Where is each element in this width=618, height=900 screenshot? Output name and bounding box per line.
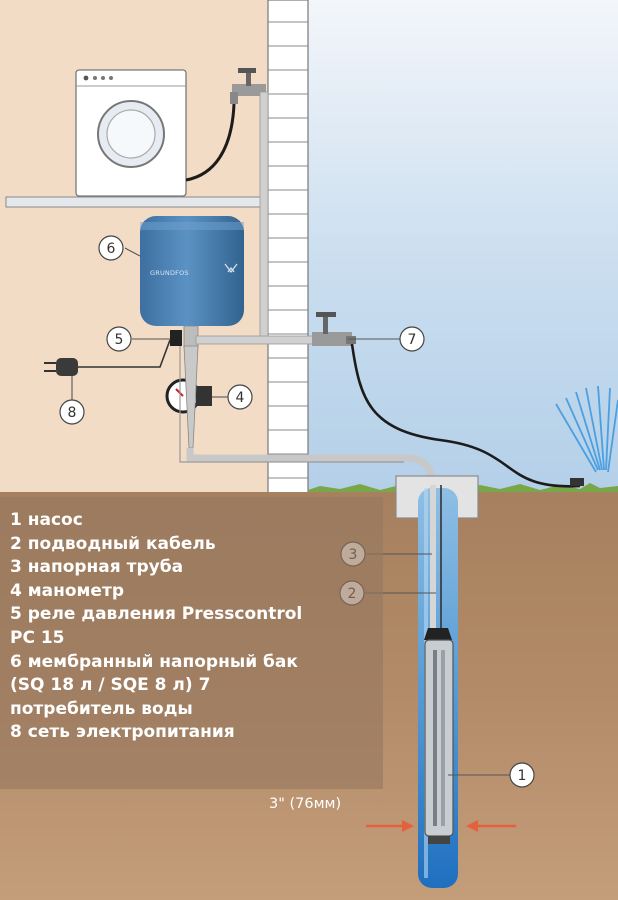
garden-hose bbox=[350, 343, 581, 488]
faucet-outdoor bbox=[312, 312, 356, 346]
pipe-vertical-wall bbox=[259, 91, 269, 341]
dimension-arrows bbox=[366, 820, 516, 832]
callout-4-label: 4 bbox=[236, 390, 245, 406]
legend-line: 8 сеть электропитания bbox=[10, 722, 235, 743]
dimension-label: 3" (76мм) bbox=[269, 796, 342, 812]
sprinkler bbox=[555, 385, 618, 473]
legend-line: 2 подводный кабель bbox=[10, 533, 216, 554]
legend-line: 6 мембранный напорный бак bbox=[10, 651, 298, 672]
legend-line: 1 насос bbox=[10, 510, 83, 530]
brick-wall bbox=[267, 0, 309, 501]
riser-pipe bbox=[430, 485, 436, 633]
callout-8-label: 8 bbox=[68, 405, 77, 421]
callout-1: 1 bbox=[509, 762, 535, 788]
callout-6-label: 6 bbox=[107, 241, 116, 257]
legend-line: (SQ 18 л / SQE 8 л) 7 bbox=[10, 675, 211, 696]
sprinkler-base bbox=[570, 478, 584, 486]
grass bbox=[308, 483, 618, 492]
callout-6: 6 bbox=[98, 235, 124, 261]
power-plug bbox=[44, 358, 78, 376]
faucet-upper bbox=[230, 68, 266, 104]
legend-line: 5 реле давления Presscontrol bbox=[10, 604, 303, 625]
callout-7: 7 bbox=[399, 326, 425, 352]
submersible-pump bbox=[424, 628, 454, 844]
legend-line: PC 15 bbox=[10, 627, 65, 648]
power-cord bbox=[78, 339, 171, 368]
legend-line: 3 напорная труба bbox=[10, 557, 184, 578]
leader-6 bbox=[124, 247, 141, 257]
callout-8: 8 bbox=[59, 399, 85, 425]
tank-brand-logo: GRUNDFOS bbox=[150, 269, 189, 277]
legend-line: потребитель воды bbox=[10, 698, 193, 719]
cable-in-house bbox=[179, 346, 404, 463]
hose-washing-machine bbox=[185, 103, 236, 182]
callout-5: 5 bbox=[106, 326, 132, 352]
washing-machine bbox=[75, 69, 187, 197]
callout-4: 4 bbox=[227, 384, 253, 410]
legend-line: 4 манометр bbox=[10, 580, 124, 601]
membrane-tank bbox=[140, 216, 244, 326]
callout-1-label: 1 bbox=[518, 768, 527, 784]
legend: 1 насос 2 подводный кабель 3 напорная тр… bbox=[10, 509, 382, 745]
callout-7-label: 7 bbox=[408, 332, 417, 348]
shelf bbox=[5, 196, 263, 208]
pressure-switch bbox=[170, 330, 182, 346]
callout-5-label: 5 bbox=[115, 332, 124, 348]
legend-panel bbox=[0, 497, 383, 789]
